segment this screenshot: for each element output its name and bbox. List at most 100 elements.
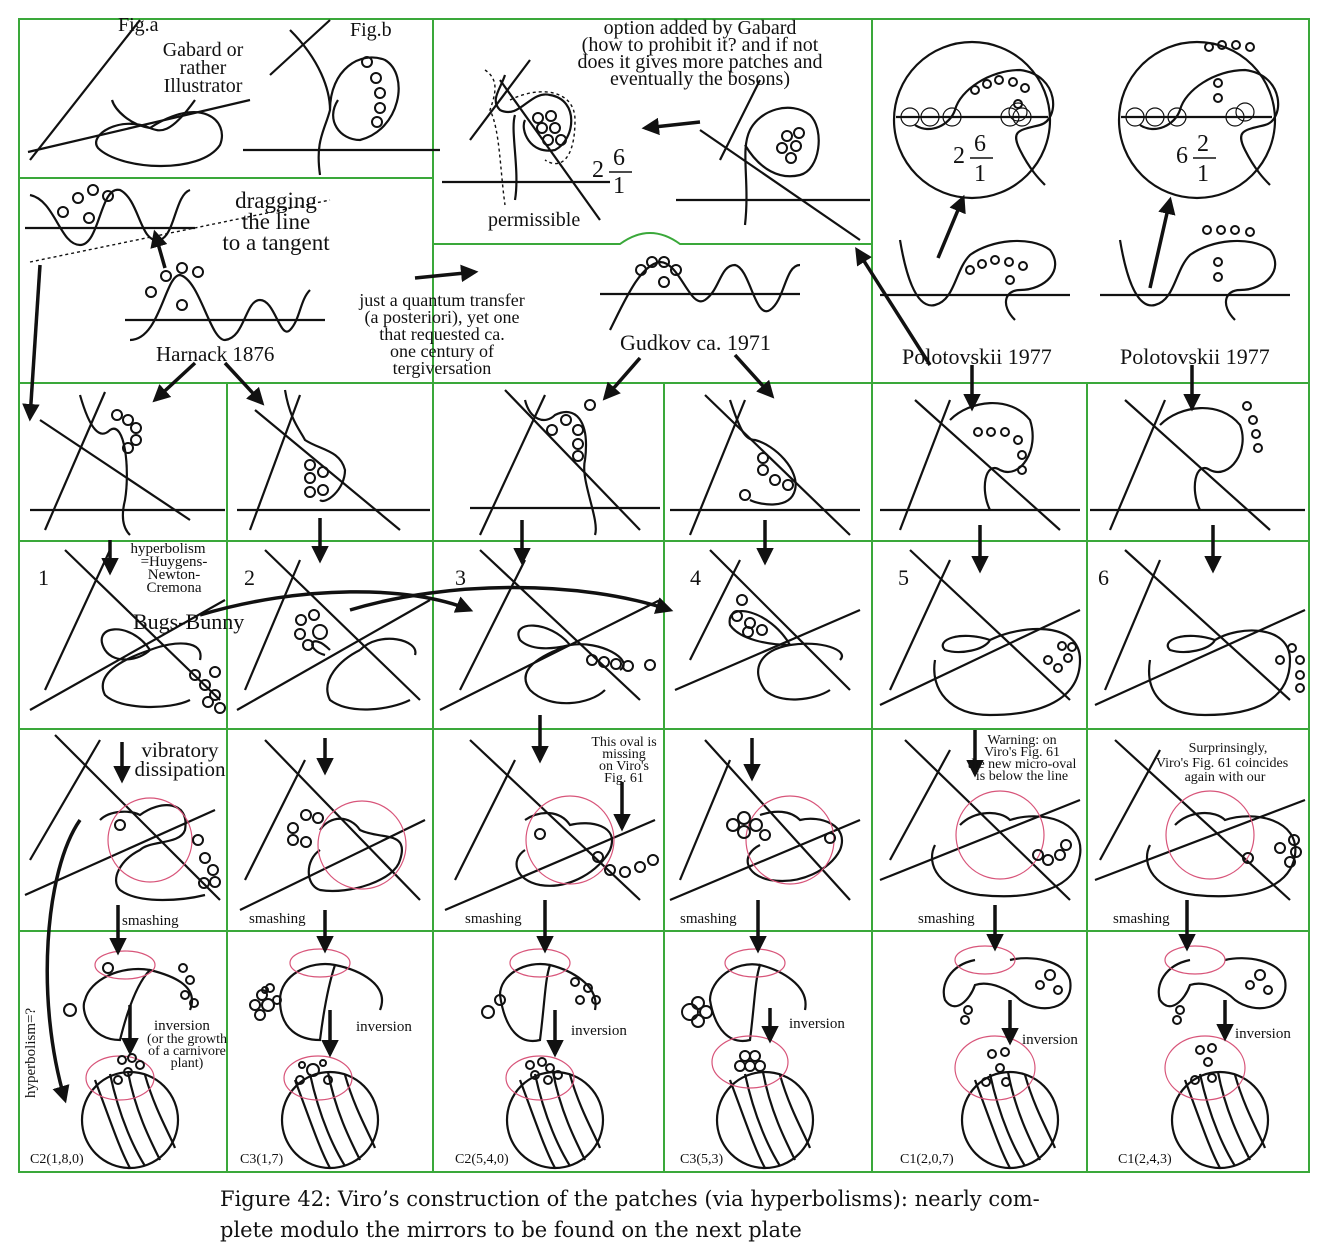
small-oval [1253,443,1263,453]
label-quantum-line: tergiversation [393,358,492,378]
small-oval [481,1005,495,1019]
small-oval [199,852,211,864]
small-oval [1245,42,1255,52]
small-oval [647,854,659,866]
label-smashing-5: smashing [918,911,975,927]
intersection-marker [1225,107,1245,127]
small-oval [749,1050,761,1062]
small-oval [1207,1043,1217,1053]
small-oval [644,659,656,671]
small-oval [209,689,221,701]
small-oval [793,127,805,139]
small-oval [1248,415,1258,425]
small-oval [300,809,312,821]
small-oval [583,983,593,993]
small-oval [731,610,743,622]
small-oval [960,1015,970,1025]
label-curve-type-5: C1(2,0,7) [900,1152,954,1167]
small-oval [304,486,316,498]
intersection-marker [920,107,940,127]
fraction-whole: 6 [1176,143,1188,169]
label-smashing-2: smashing [249,911,306,927]
small-oval [214,702,226,714]
small-oval [739,489,751,501]
small-oval [1018,261,1028,271]
small-oval [198,877,210,889]
small-oval [1067,642,1077,652]
small-oval [207,864,219,876]
label-surprisingly-line: Surprinsingly, [1189,741,1268,756]
label-harnack: Harnack 1876 [156,342,274,366]
intersection-marker [1145,107,1165,127]
small-oval [1274,842,1286,854]
small-oval [1190,1075,1200,1085]
small-oval [199,679,211,691]
small-oval [312,812,324,824]
label-dragging-line: the line [242,209,310,234]
small-oval [185,975,195,985]
fraction-whole: 2 [592,157,604,183]
small-oval [176,299,188,311]
small-oval [537,1057,547,1067]
small-oval [981,1077,991,1087]
label-inversion-2: inversion [356,1019,412,1035]
label-warning-line: is below the line [976,769,1068,784]
small-oval [114,819,126,831]
small-oval [1060,839,1072,851]
small-oval [209,876,221,888]
small-oval [306,1063,320,1077]
small-oval [756,624,768,636]
small-oval [83,212,95,224]
small-oval [361,56,373,68]
fraction-denominator: 1 [974,161,986,187]
small-oval [135,1060,145,1070]
small-oval [691,1014,705,1028]
small-oval [572,424,584,436]
label-bugs-bunny: Bugs-Bunny [133,609,244,634]
small-oval [300,836,312,848]
small-oval [824,832,836,844]
small-oval [319,1059,327,1067]
small-oval [1231,40,1241,50]
label-curve-type-2: C3(1,7) [240,1152,284,1167]
label-vibratory-line: vibratory [142,738,219,762]
label-warning-line: the new micro-oval [968,757,1077,772]
small-oval [658,276,670,288]
small-oval [534,828,546,840]
small-oval [249,999,261,1011]
label-quantum-line: just a quantum transfer [358,290,524,310]
label-curve-type-6: C1(2,4,3) [1118,1152,1172,1167]
small-oval [1242,401,1252,411]
panel-number-5: 5 [898,565,909,590]
small-oval [619,866,631,878]
small-oval [742,626,754,638]
small-oval [575,995,585,1005]
intersection-marker [942,107,962,127]
small-oval [1245,980,1255,990]
small-oval [130,434,142,446]
caption-line-2: plete modulo the mirrors to be found on … [220,1218,802,1242]
label-missing-oval: This oval is missing on Viro's Fig. 61 [591,735,656,786]
small-oval [1057,641,1067,651]
intersection-marker [1235,102,1255,122]
small-oval [1017,465,1027,475]
small-oval [130,422,142,434]
label-carnivore-line: plant) [171,1056,204,1071]
small-oval [192,266,204,278]
label-warning: Warning: on Viro's Fig. 61 the new micro… [968,733,1077,784]
label-gabard: Gabard or rather Illustrator [163,39,244,97]
label-quantum-line: that requested ca. [379,324,504,344]
label-inversion-3: inversion [571,1023,627,1039]
label-inversion-6: inversion [1235,1026,1291,1042]
small-oval [192,834,204,846]
label-dragging-line: to a tangent [222,230,330,255]
label-polotovskii-2: Polotovskii 1977 [1120,344,1270,369]
small-oval [670,264,682,276]
small-oval [1044,969,1056,981]
small-oval [994,75,1004,85]
small-oval [1004,257,1014,267]
small-oval [1213,93,1223,103]
label-quantum-line: (a posteriori), yet one [365,307,520,328]
small-oval [1000,1047,1010,1057]
figure-caption: Figure 42: Viro’s construction of the pa… [220,1184,1220,1246]
